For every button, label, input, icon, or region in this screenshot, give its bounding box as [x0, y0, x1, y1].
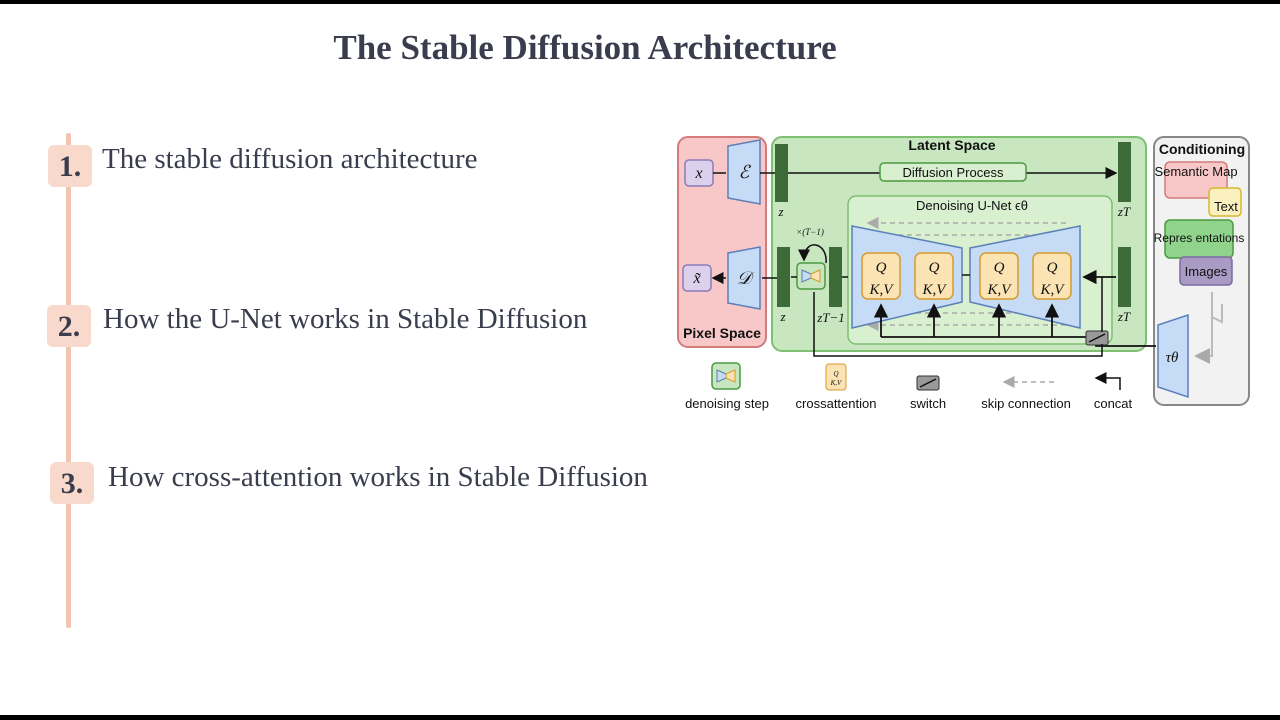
qkv-block-3: Q K,V	[979, 252, 1019, 300]
legend-denoising-step: denoising step	[685, 362, 769, 411]
x-label: x	[694, 165, 702, 182]
semantic-map-label: Semantic Map	[1154, 164, 1237, 179]
svg-text:skip connection: skip connection	[981, 396, 1071, 411]
repeat-loop-arrow	[798, 244, 827, 264]
zT-label-bottom: zT	[1117, 309, 1131, 324]
legend-skip-connection: skip connection	[981, 376, 1071, 411]
agenda-number-3: 3.	[50, 462, 94, 504]
zT-lower-bar	[1118, 247, 1131, 307]
svg-text:Q: Q	[994, 260, 1005, 276]
legend-concat: concat	[1094, 372, 1133, 411]
zT-label-top: zT	[1117, 204, 1131, 219]
unet-decoder-shape	[969, 225, 1081, 329]
latent-space-label: Latent Space	[908, 137, 995, 153]
svg-text:denoising step: denoising step	[685, 396, 769, 411]
svg-text:Q: Q	[833, 370, 838, 378]
svg-text:concat: concat	[1094, 396, 1133, 411]
zT-minus-1-label: zT−1	[816, 310, 845, 325]
top-border	[0, 0, 1280, 4]
legend-crossattention: Q K,V crossattention	[796, 363, 877, 411]
text-label: Text	[1214, 199, 1238, 214]
svg-text:Q: Q	[876, 260, 887, 276]
svg-text:switch: switch	[910, 396, 946, 411]
agenda-text-3: How cross-attention works in Stable Diff…	[108, 461, 648, 493]
agenda-number-2: 2.	[47, 305, 91, 347]
svg-text:Q: Q	[1047, 260, 1058, 276]
x-tilde-output-box	[682, 264, 712, 292]
decoder-shape	[727, 246, 761, 310]
svg-text:K,V: K,V	[987, 282, 1013, 298]
qkv-block-2: Q K,V	[914, 252, 954, 300]
z-label-bottom: z	[779, 309, 785, 324]
semantic-map-text: Semantic Map	[1154, 164, 1237, 179]
repeat-label: ×(T−1)	[796, 227, 824, 237]
z-lower-bar	[777, 247, 790, 307]
svg-text:Q: Q	[929, 260, 940, 276]
encoder-label: ℰ	[739, 162, 752, 182]
legend-switch: switch	[910, 375, 946, 411]
diffusion-process-box	[879, 162, 1027, 182]
qkv-block-4: Q K,V	[1032, 252, 1072, 300]
diffusion-process-label: Diffusion Process	[903, 165, 1004, 180]
bottom-border	[0, 715, 1280, 720]
zT-latent-bar	[1118, 142, 1131, 202]
tau-encoder-shape	[1157, 313, 1189, 399]
svg-text:K,V: K,V	[869, 282, 895, 298]
svg-text:crossattention: crossattention	[796, 396, 877, 411]
text-box	[1208, 187, 1242, 217]
svg-text:K,V: K,V	[1040, 282, 1066, 298]
qkv-block-1: Q K,V	[861, 252, 901, 300]
conditioning-merge-lines	[1196, 292, 1223, 356]
tau-label: τθ	[1166, 350, 1179, 366]
stable-diffusion-diagram: Pixel Space Latent Space Conditioning x …	[677, 136, 1250, 411]
z-latent-bar	[775, 144, 788, 202]
representations-label: Repres entations	[1154, 231, 1245, 245]
pixel-space-label: Pixel Space	[683, 325, 761, 341]
agenda-timeline	[66, 133, 71, 628]
zT-minus-1-bar	[829, 247, 842, 307]
conditioning-label: Conditioning	[1159, 141, 1245, 157]
slide-title: The Stable Diffusion Architecture	[333, 28, 837, 67]
unet-encoder-shape	[851, 225, 963, 329]
svg-text:K,V: K,V	[830, 379, 842, 387]
svg-text:K,V: K,V	[922, 282, 948, 298]
encoder-shape	[727, 139, 761, 205]
agenda-number-1: 1.	[48, 145, 92, 187]
decoder-label: 𝒟	[737, 268, 755, 288]
images-label: Images	[1185, 264, 1228, 279]
z-label-top: z	[777, 204, 783, 219]
agenda-text-1: The stable diffusion architecture	[102, 143, 478, 175]
x-tilde-label: x̃	[692, 270, 701, 287]
unet-title: Denoising U-Net ϵθ	[916, 198, 1028, 213]
agenda-text-2: How the U-Net works in Stable Diffusion	[103, 303, 588, 335]
images-box	[1179, 256, 1233, 286]
